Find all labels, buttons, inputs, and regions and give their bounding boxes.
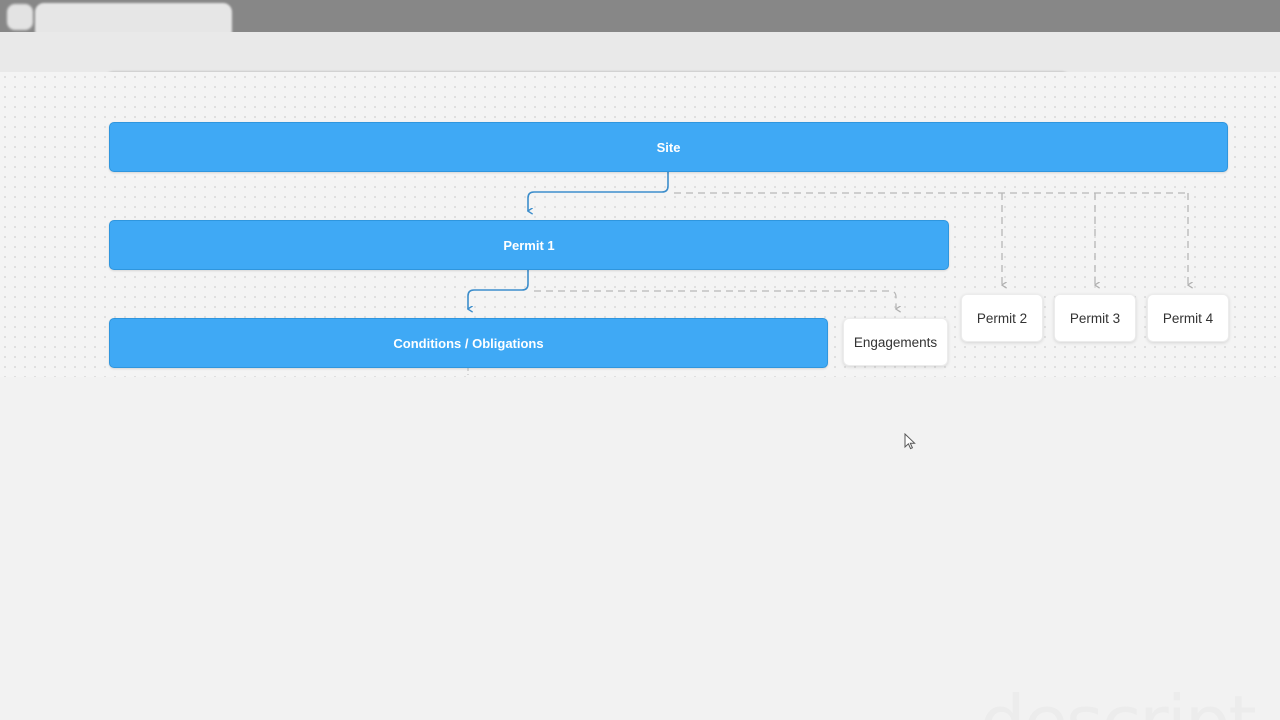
node-label: Permit 4: [1162, 310, 1214, 326]
edge-site-permit-1: [528, 172, 669, 211]
browser-toolbar: ← → ↻: [0, 32, 1280, 97]
node-label: Conditions / Obligations: [393, 335, 544, 351]
diagram-node-permit-4[interactable]: Permit 4: [1147, 294, 1229, 342]
descript-watermark: descript: [980, 680, 1257, 720]
page-body: Site Permit 1 Permit 2 Permit 3 Permit 4…: [0, 72, 1280, 720]
node-label: Engagements: [853, 334, 938, 350]
mouse-cursor: [904, 433, 916, 450]
org-hierarchy-diagram: Site Permit 1 Permit 2 Permit 3 Permit 4…: [0, 72, 1280, 402]
tab-strip-left-square[interactable]: [7, 4, 33, 30]
diagram-node-engagements[interactable]: Engagements: [843, 318, 948, 366]
node-label: Permit 3: [1069, 310, 1121, 326]
edge-permit-1-conditions: [468, 270, 529, 309]
edge-permit-1-engagements: [534, 290, 896, 309]
diagram-node-permit-3[interactable]: Permit 3: [1054, 294, 1136, 342]
diagram-node-permit-2[interactable]: Permit 2: [961, 294, 1043, 342]
browser-tab[interactable]: [35, 3, 232, 34]
browser-tabstrip: [0, 0, 1280, 34]
diagram-node-site[interactable]: Site: [109, 122, 1228, 172]
node-label: Site: [656, 139, 681, 155]
diagram-node-permit-1[interactable]: Permit 1: [109, 220, 949, 270]
node-label: Permit 2: [976, 310, 1028, 326]
browser-chrome: ← → ↻: [0, 0, 1280, 97]
node-label: Permit 1: [503, 237, 555, 253]
diagram-node-conditions-obligations[interactable]: Conditions / Obligations: [109, 318, 828, 368]
